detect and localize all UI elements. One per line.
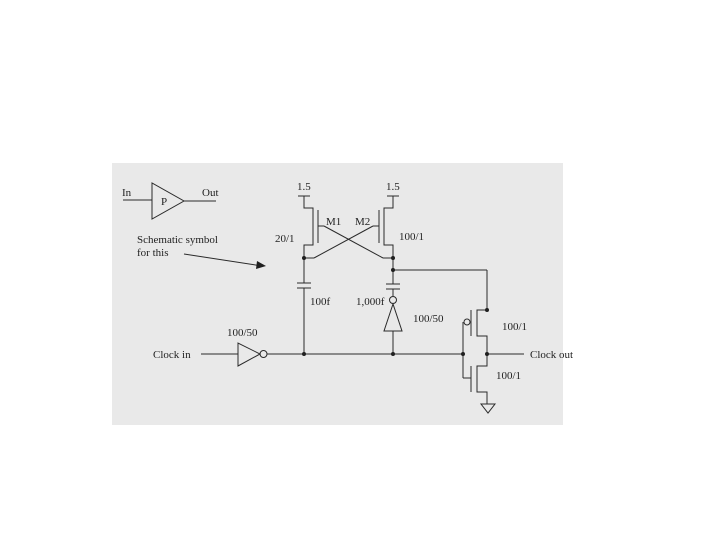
junction-clock-out [485, 352, 489, 356]
output-nmos-size: 100/1 [496, 370, 521, 382]
junction-clock-mid [391, 352, 395, 356]
feedback-inverter: 100/50 [383, 296, 444, 354]
schematic-symbol: In P Out Schematic symbol for this [122, 182, 266, 269]
symbol-caption-line2: for this [137, 247, 168, 259]
cap-right-label: 1,000f [356, 296, 385, 308]
m1-channel [303, 196, 314, 258]
junction-pmos-source [485, 308, 489, 312]
symbol-pointer-arrow [183, 253, 263, 267]
m1-label: M1 [326, 216, 341, 228]
m1-size-label: 20/1 [275, 233, 295, 245]
input-inverter-size: 100/50 [227, 327, 258, 339]
cross-wire-m1-gate [323, 225, 384, 259]
feedback-inverter-triangle [383, 302, 403, 332]
symbol-triangle [151, 182, 186, 220]
capacitor-right: 1,000f [356, 258, 400, 308]
capacitor-left: 100f [297, 258, 331, 354]
input-inverter-triangle [237, 342, 262, 367]
output-pmos: 100/1 [463, 309, 527, 354]
output-pmos-size: 100/1 [502, 321, 527, 333]
transistor-m1: M1 20/1 [275, 196, 341, 258]
supply-right-label: 1.5 [386, 181, 400, 193]
m2-label: M2 [355, 216, 370, 228]
input-inverter-bubble [259, 350, 268, 358]
junction-clock-gate [461, 352, 465, 356]
symbol-in-label: In [122, 187, 132, 199]
output-nmos: 100/1 [463, 354, 521, 404]
output-nmos-channel [476, 354, 488, 404]
junction-right-tap [391, 268, 395, 272]
feedback-inverter-size: 100/50 [413, 313, 444, 325]
junction-right-node [391, 256, 395, 260]
symbol-out-label: Out [202, 187, 219, 199]
symbol-pointer-arrowhead [256, 261, 266, 269]
symbol-gate-label: P [161, 196, 167, 208]
junction-clock-left [302, 352, 306, 356]
supply-left-label: 1.5 [297, 181, 311, 193]
clock-in-label: Clock in [153, 349, 191, 361]
m2-size-label: 100/1 [399, 231, 424, 243]
transistor-m2: M2 100/1 [355, 196, 424, 258]
cross-wire-m2-gate [313, 225, 374, 259]
m2-channel [383, 196, 394, 258]
output-pmos-gate-bubble [463, 318, 471, 326]
clock-out-label: Clock out [530, 349, 573, 361]
symbol-caption-line1: Schematic symbol [137, 234, 218, 246]
junction-left-node [302, 256, 306, 260]
ground-icon [479, 403, 497, 414]
scanned-figure-background [112, 163, 563, 425]
output-pmos-channel [476, 309, 488, 354]
cap-left-label: 100f [310, 296, 331, 308]
